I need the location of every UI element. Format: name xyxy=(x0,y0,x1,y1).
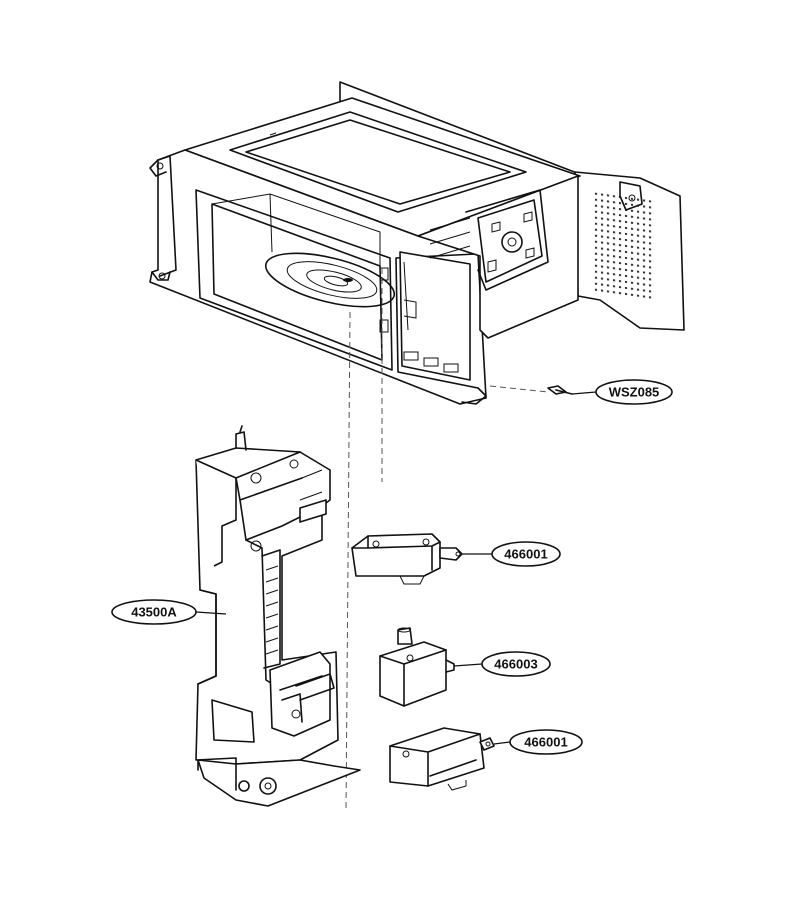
callout-label: 466001 xyxy=(524,735,567,750)
micro-switch-bottom xyxy=(389,727,511,791)
latch-frame xyxy=(195,425,361,807)
callout-label: 43500A xyxy=(131,605,177,620)
microwave-cavity-assembly xyxy=(149,81,685,405)
callout-43500a: 43500A xyxy=(111,599,197,625)
callout-label: 466003 xyxy=(494,657,537,672)
turntable xyxy=(264,252,396,308)
micro-switch-middle xyxy=(379,627,483,707)
micro-switch-top xyxy=(351,533,492,585)
alignment-lines xyxy=(345,268,549,813)
callout-wsz085: WSZ085 xyxy=(595,379,673,405)
callout-466001-bottom: 466001 xyxy=(509,729,583,755)
screw xyxy=(547,385,597,395)
callout-label: WSZ085 xyxy=(609,385,660,400)
callout-466003: 466003 xyxy=(481,651,551,677)
motor-bracket xyxy=(477,199,543,283)
callout-466001-top: 466001 xyxy=(491,541,561,567)
callout-label: 466001 xyxy=(504,547,547,562)
